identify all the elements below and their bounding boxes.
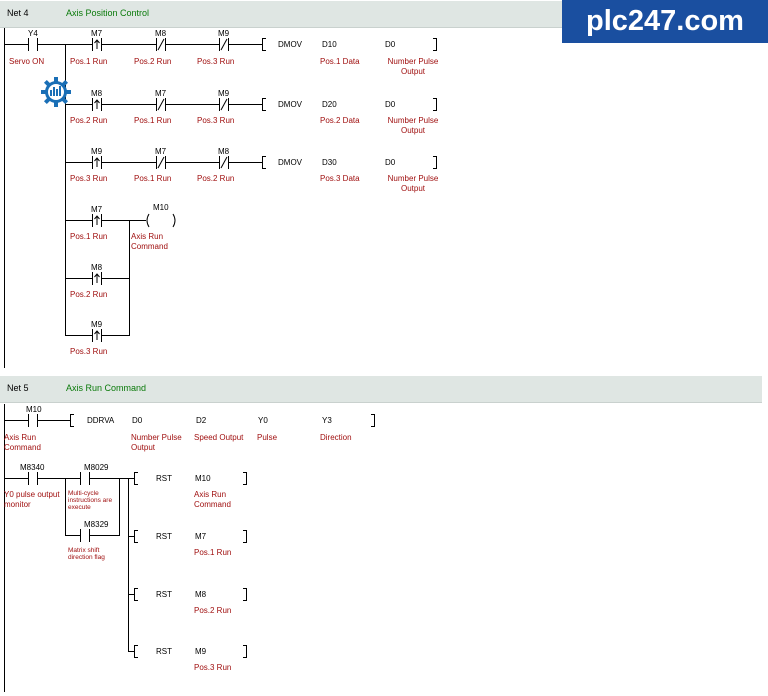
- brand-logo: plc247.com: [562, 0, 768, 43]
- rst4-instruction[interactable]: RST: [156, 647, 172, 656]
- rst2-operand[interactable]: M7: [195, 532, 207, 541]
- r1-operand-2[interactable]: D0: [385, 40, 396, 49]
- contact-y4-address[interactable]: Y4: [28, 29, 38, 38]
- net-5-title: Net 5: [7, 383, 29, 393]
- r2-operand-1[interactable]: D20: [322, 100, 337, 109]
- r5-c1-comment: Pos.2 Run: [70, 290, 108, 299]
- coil-m10-address[interactable]: M10: [153, 203, 169, 212]
- rst3-instruction[interactable]: RST: [156, 590, 172, 599]
- rst1-operand-comment: Axis Run Command: [194, 490, 231, 509]
- r3-operand-1-comment: Pos.3 Data: [320, 174, 360, 183]
- m8329-comment: Matrix shift direction flag: [68, 547, 105, 561]
- r2-operand-2[interactable]: D0: [385, 100, 396, 109]
- r2-c3-comment: Pos.3 Run: [197, 116, 235, 125]
- r6-c1-comment: Pos.3 Run: [70, 347, 108, 356]
- net-5-header[interactable]: Net 5 Axis Run Command: [0, 376, 762, 403]
- m8340-address[interactable]: M8340: [20, 463, 45, 472]
- r1-c3-address[interactable]: M9: [218, 29, 230, 38]
- ddrva-operand-3-comment: Pulse: [257, 433, 278, 442]
- ddrva-operand-3[interactable]: Y0: [258, 416, 268, 425]
- r2-c2-address[interactable]: M7: [155, 89, 167, 98]
- rst4-operand[interactable]: M9: [195, 647, 207, 656]
- r2-operand-1-comment: Pos.2 Data: [320, 116, 360, 125]
- r2-c1-comment: Pos.2 Run: [70, 116, 108, 125]
- rst3-operand[interactable]: M8: [195, 590, 207, 599]
- r2-c3-address[interactable]: M9: [218, 89, 230, 98]
- r3-c3-address[interactable]: M8: [218, 147, 230, 156]
- r3-instruction[interactable]: DMOV: [278, 158, 302, 167]
- ddrva-operand-2-comment: Speed Output: [194, 433, 244, 442]
- r3-c1-comment: Pos.3 Run: [70, 174, 108, 183]
- r1-operand-1[interactable]: D10: [322, 40, 337, 49]
- r2-c1-address[interactable]: M8: [91, 89, 103, 98]
- net-4-title: Net 4: [7, 8, 29, 18]
- r2-c2-comment: Pos.1 Run: [134, 116, 172, 125]
- r1-c2-comment: Pos.2 Run: [134, 57, 172, 66]
- r3-operand-1[interactable]: D30: [322, 158, 337, 167]
- m8029-comment: Multi-cycle instructions are execute: [68, 490, 113, 511]
- r3-c1-address[interactable]: M9: [91, 147, 103, 156]
- r1-c1-comment: Pos.1 Run: [70, 57, 108, 66]
- ddrva-operand-4[interactable]: Y3: [322, 416, 332, 425]
- r1-operand-1-comment: Pos.1 Data: [320, 57, 360, 66]
- r3-operand-2-comment: Number Pulse Output: [387, 174, 439, 193]
- contact-y4-comment: Servo ON: [9, 57, 45, 66]
- r1-c3-comment: Pos.3 Run: [197, 57, 235, 66]
- ddrva-instruction[interactable]: DDRVA: [87, 416, 115, 425]
- r6-c1-address[interactable]: M9: [91, 320, 103, 329]
- gear-icon[interactable]: [40, 76, 72, 108]
- r5-c1-address[interactable]: M8: [91, 263, 103, 272]
- r4-c1-address[interactable]: M7: [91, 205, 103, 214]
- rst2-operand-comment: Pos.1 Run: [194, 548, 232, 557]
- net5-m10-comment: Axis Run Command: [4, 433, 41, 452]
- r2-instruction[interactable]: DMOV: [278, 100, 302, 109]
- r3-operand-2[interactable]: D0: [385, 158, 396, 167]
- ddrva-operand-2[interactable]: D2: [196, 416, 207, 425]
- ddrva-operand-4-comment: Direction: [320, 433, 352, 442]
- rst2-instruction[interactable]: RST: [156, 532, 172, 541]
- r2-operand-2-comment: Number Pulse Output: [387, 116, 439, 135]
- rst3-operand-comment: Pos.2 Run: [194, 606, 232, 615]
- r1-instruction[interactable]: DMOV: [278, 40, 302, 49]
- rst1-operand[interactable]: M10: [195, 474, 211, 483]
- r1-c1-address[interactable]: M7: [91, 29, 103, 38]
- ddrva-operand-1[interactable]: D0: [132, 416, 143, 425]
- m8329-address[interactable]: M8329: [84, 520, 109, 529]
- rst1-instruction[interactable]: RST: [156, 474, 172, 483]
- r3-c3-comment: Pos.2 Run: [197, 174, 235, 183]
- r1-operand-2-comment: Number Pulse Output: [387, 57, 439, 76]
- r3-c2-comment: Pos.1 Run: [134, 174, 172, 183]
- coil-m10-comment: Axis Run Command: [131, 232, 168, 251]
- net5-m10-address[interactable]: M10: [26, 405, 42, 414]
- r4-c1-comment: Pos.1 Run: [70, 232, 108, 241]
- net-4-comment: Axis Position Control: [66, 8, 150, 18]
- r3-c2-address[interactable]: M7: [155, 147, 167, 156]
- m8340-comment: Y0 pulse output monitor: [4, 490, 60, 509]
- rst4-operand-comment: Pos.3 Run: [194, 663, 232, 672]
- net-5-comment: Axis Run Command: [66, 383, 147, 393]
- r1-c2-address[interactable]: M8: [155, 29, 167, 38]
- ddrva-operand-1-comment: Number Pulse Output: [131, 433, 182, 452]
- m8029-address[interactable]: M8029: [84, 463, 109, 472]
